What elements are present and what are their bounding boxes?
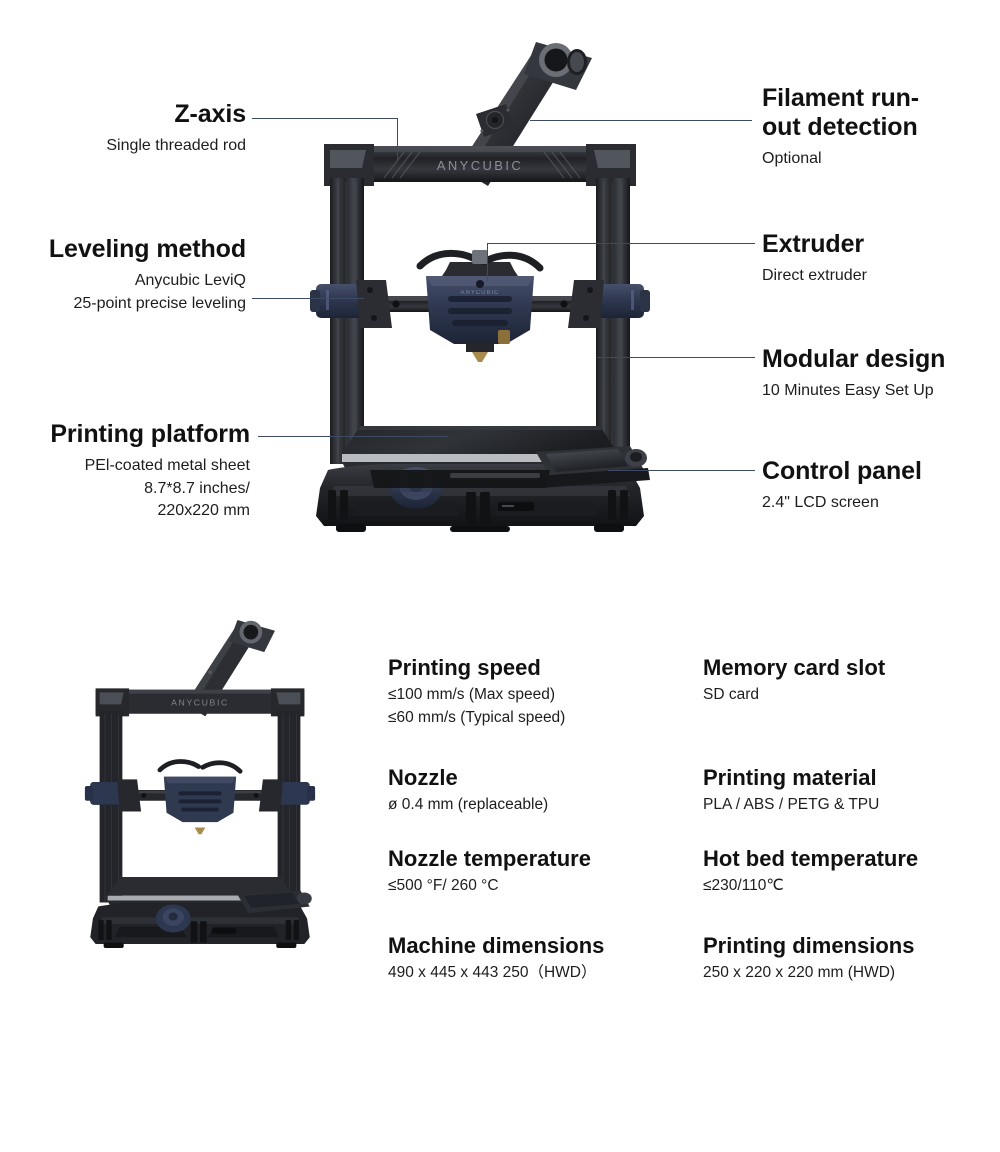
spec-value: ≤100 mm/s (Max speed) ≤60 mm/s (Typical … (388, 686, 566, 726)
callout-control-panel: Control panel 2.4" LCD screen (762, 457, 1000, 515)
callout-title: Filament run- out detection (762, 84, 920, 141)
callout-leveling-method: Leveling method Anycubic LeviQ 25-point … (0, 235, 246, 315)
callout-subtitle: PEl-coated metal sheet 8.7*8.7 inches/ 2… (84, 457, 250, 520)
gantry-top-beam: ANYCUBIC (324, 144, 636, 186)
printer-illustration-small: ANYCUBIC (64, 604, 336, 952)
spec-title: Nozzle (388, 765, 458, 790)
spec-value: ≤500 °F/ 260 °C (388, 877, 499, 895)
callout-subtitle: 10 Minutes Easy Set Up (762, 382, 934, 399)
spec-title: Memory card slot (703, 655, 886, 680)
spec-title: Printing material (703, 765, 877, 790)
x-axis-motor-right (568, 280, 650, 328)
callout-modular-design: Modular design 10 Minutes Easy Set Up (762, 345, 1000, 403)
spec-printing-dimensions: Printing dimensions 250 x 220 x 220 mm (… (703, 933, 1000, 985)
spec-title: Nozzle temperature (388, 846, 591, 871)
spec-printing-material: Printing material PLA / ABS / PETG & TPU (703, 765, 1000, 817)
leader-filament-runout (530, 120, 752, 122)
y-axis-carriage (370, 470, 550, 488)
callout-subtitle: Single threaded rod (106, 137, 246, 154)
callout-printing-platform: Printing platform PEl-coated metal sheet… (0, 420, 250, 523)
callout-title: Z-axis (174, 100, 246, 128)
svg-text:ANYCUBIC: ANYCUBIC (460, 290, 499, 296)
filament-runout-sensor (476, 104, 514, 137)
spec-title: Hot bed temperature (703, 846, 919, 871)
control-panel (536, 446, 650, 488)
spec-title: Printing speed (388, 655, 541, 680)
leader-leveling-method (252, 298, 364, 300)
leader-z-axis (252, 118, 400, 160)
callout-filament-runout-detection: Filament run- out detection Optional (762, 84, 1000, 171)
spec-value: SD card (703, 686, 759, 704)
spec-value: PLA / ABS / PETG & TPU (703, 796, 880, 814)
callout-title: Printing platform (50, 420, 250, 448)
spec-title: Machine dimensions (388, 933, 605, 958)
spec-nozzle: Nozzle ø 0.4 mm (replaceable) (388, 765, 688, 817)
leader-printing-platform (258, 436, 448, 438)
spec-hot-bed-temperature: Hot bed temperature ≤230/110℃ (703, 846, 1000, 898)
spec-machine-dimensions: Machine dimensions 490 x 445 x 443 250（H… (388, 933, 698, 985)
spec-memory-card-slot: Memory card slot SD card (703, 655, 1000, 707)
x-axis-motor-left (310, 280, 392, 328)
extruder-head: ANYCUBIC (416, 249, 544, 362)
spec-value: ø 0.4 mm (replaceable) (388, 796, 549, 814)
leader-modular-design (597, 357, 755, 359)
z-axis-knob-small (155, 904, 191, 933)
callout-title: Leveling method (48, 235, 246, 263)
memory-card-slot (498, 502, 534, 511)
z-axis-columns-small (99, 711, 301, 903)
printer-illustration-large: ANYCUBIC (300, 18, 660, 538)
callout-title: Modular design (762, 345, 946, 373)
spec-nozzle-temperature: Nozzle temperature ≤500 °F/ 260 °C (388, 846, 688, 898)
spec-value: ≤230/110℃ (703, 877, 784, 895)
spec-printing-speed: Printing speed ≤100 mm/s (Max speed) ≤60… (388, 655, 688, 729)
x-axis-motor-left-small (84, 779, 142, 812)
spec-value: 490 x 445 x 443 250（HWD） (388, 964, 597, 982)
callout-z-axis: Z-axis Single threaded rod (0, 100, 246, 158)
callout-subtitle: Direct extruder (762, 267, 867, 284)
z-axis-columns (330, 178, 630, 464)
callout-title: Extruder (762, 230, 865, 258)
spec-title: Printing dimensions (703, 933, 915, 958)
callout-subtitle: Optional (762, 150, 822, 167)
spec-value: 250 x 220 x 220 mm (HWD) (703, 964, 896, 982)
leader-extruder (487, 243, 755, 281)
x-axis-motor-right-small (258, 779, 316, 812)
leader-control-panel (608, 470, 755, 472)
callout-subtitle: 2.4" LCD screen (762, 494, 879, 511)
control-panel-small (237, 890, 312, 914)
callout-title: Control panel (762, 457, 922, 485)
gantry-top-beam-small: ANYCUBIC (95, 688, 305, 717)
callout-extruder: Extruder Direct extruder (762, 230, 1000, 288)
callout-subtitle: Anycubic LeviQ 25-point precise leveling (73, 272, 246, 312)
svg-text:ANYCUBIC: ANYCUBIC (437, 158, 523, 173)
svg-text:ANYCUBIC: ANYCUBIC (171, 698, 229, 708)
extruder-head-small (157, 759, 243, 835)
